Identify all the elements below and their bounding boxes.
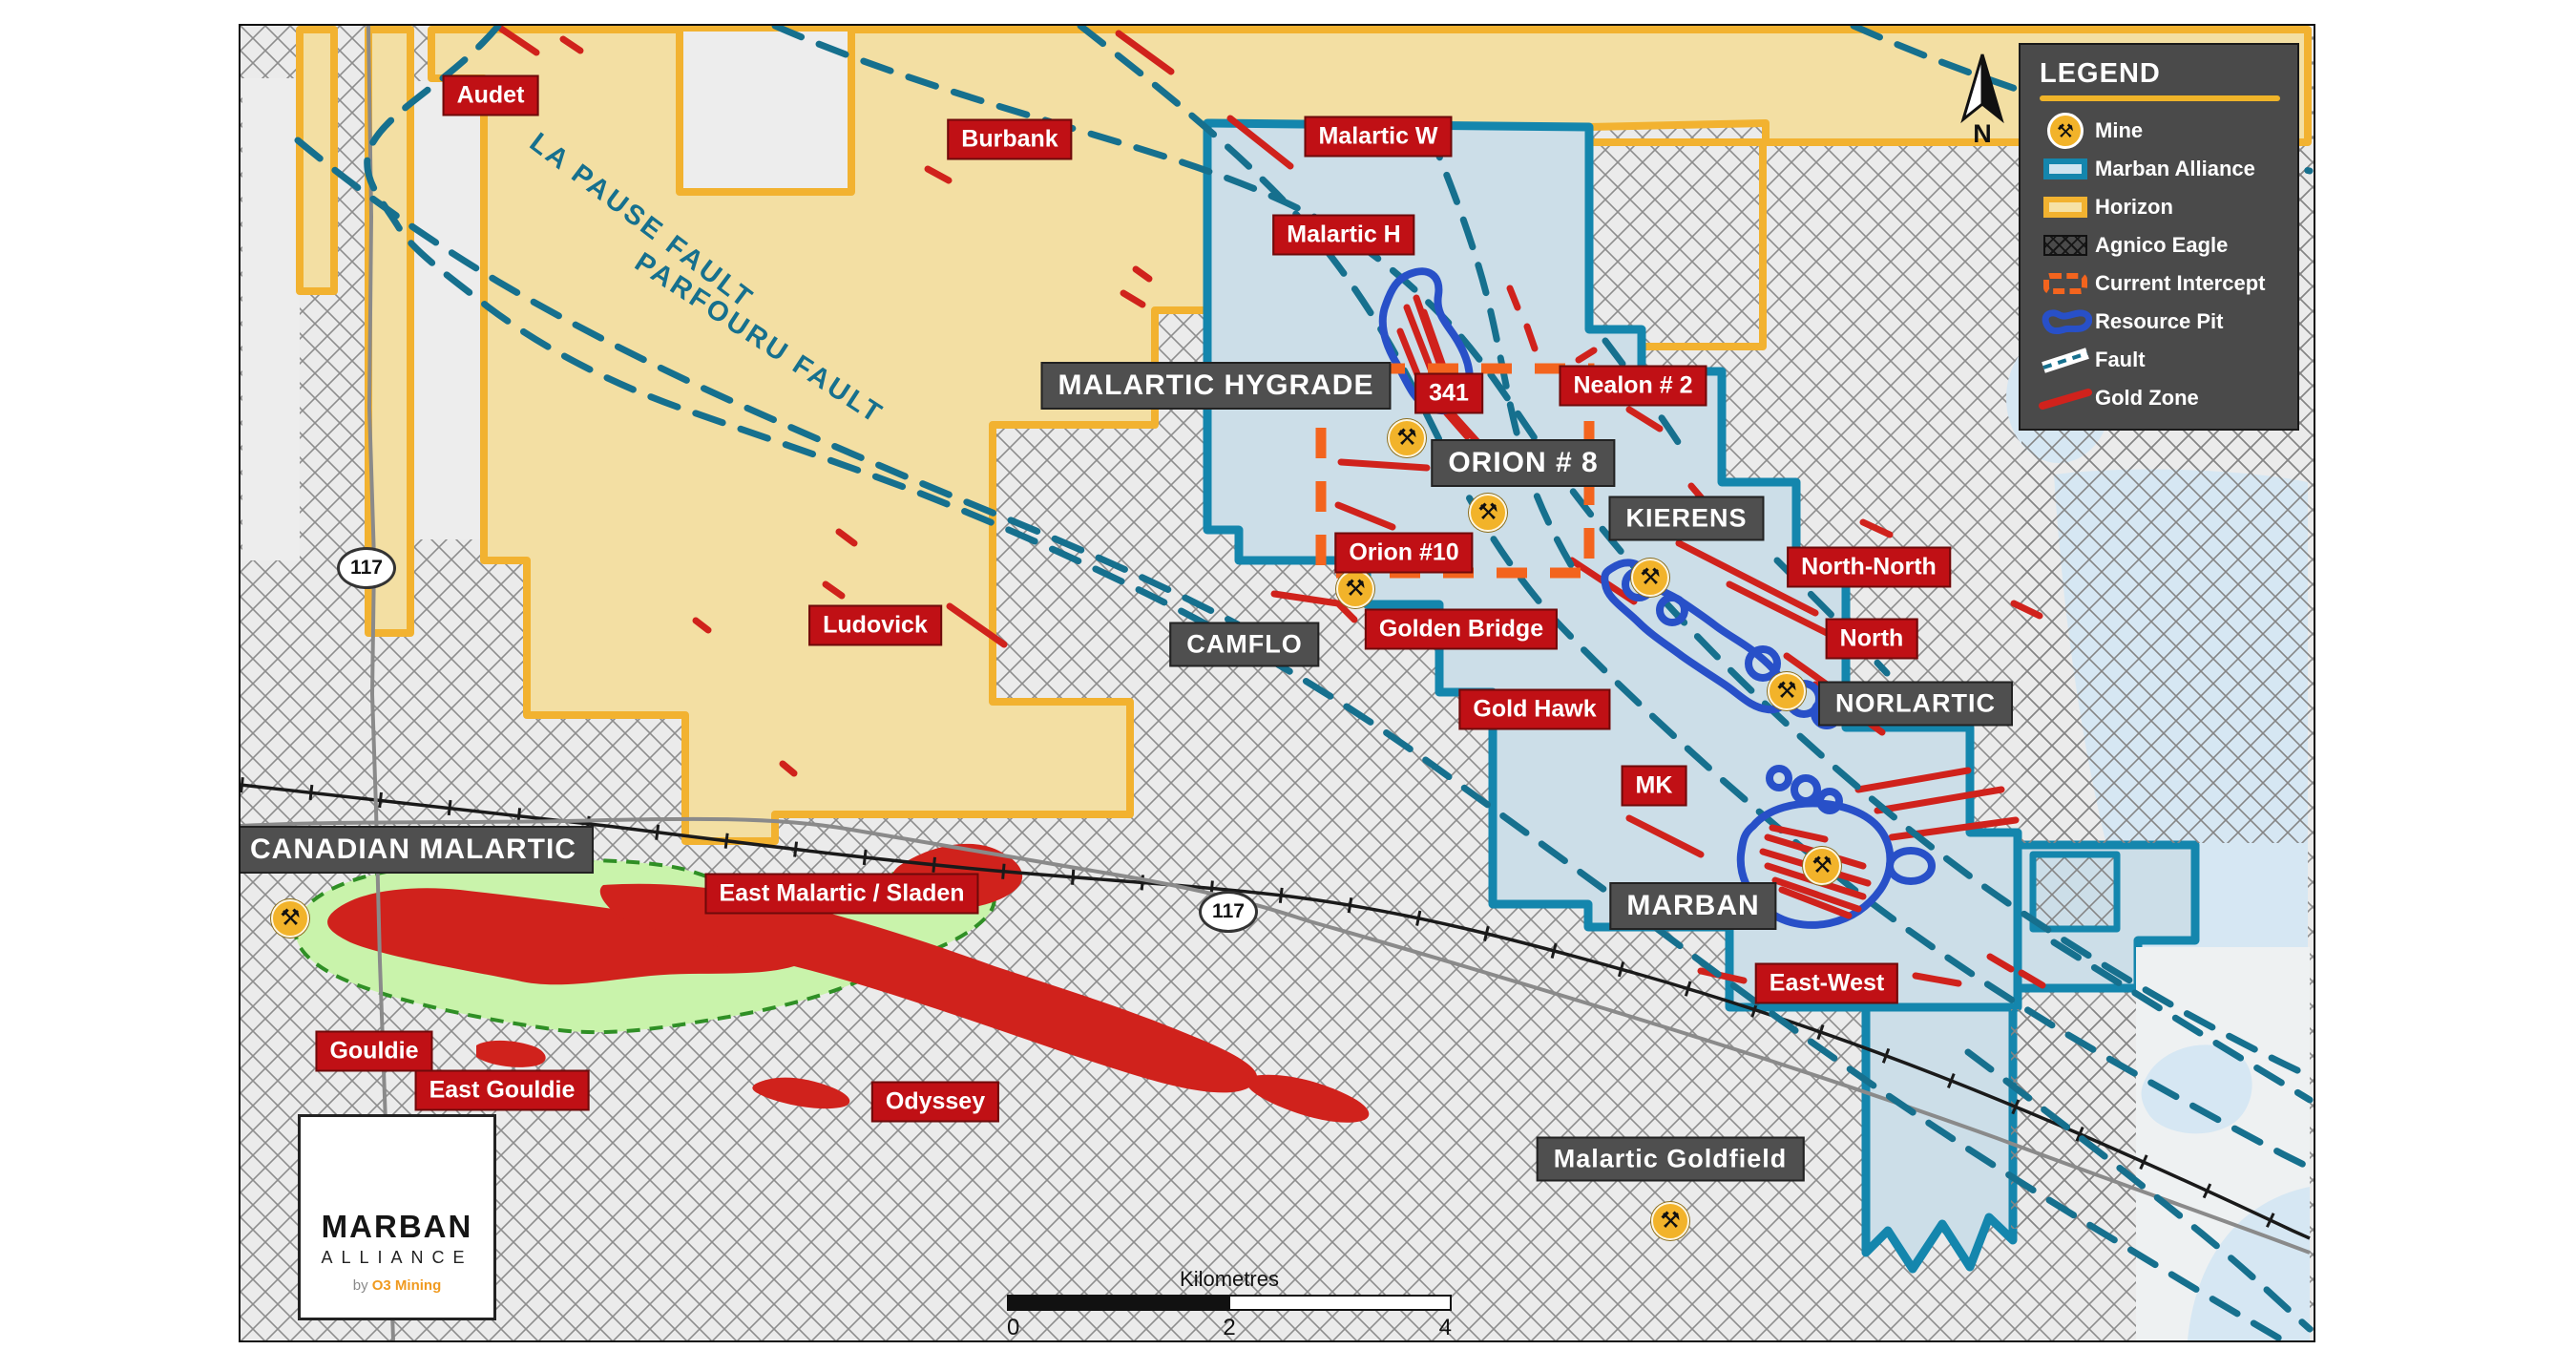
deposit-label-east-malartic-sladen: East Malartic / Sladen bbox=[704, 873, 979, 915]
pick-and-shovel-icon: ⚒ bbox=[1396, 425, 1417, 451]
horizon-swatch bbox=[2043, 197, 2087, 218]
mine-marker-2: ⚒ bbox=[1336, 570, 1374, 608]
legend-item-current-intercept: Current Intercept bbox=[2036, 265, 2284, 302]
deposit-label-malartic-w: Malartic W bbox=[1304, 116, 1453, 158]
pick-and-shovel-icon: ⚒ bbox=[280, 905, 301, 931]
deposit-label-gold-hawk: Gold Hawk bbox=[1458, 688, 1611, 730]
mine-marker-7: ⚒ bbox=[1651, 1202, 1689, 1240]
legend-item-agnico-eagle: Agnico Eagle bbox=[2036, 227, 2284, 264]
open-ground bbox=[242, 78, 481, 560]
mine-marker-5: ⚒ bbox=[1803, 847, 1841, 885]
deposit-label-north: North bbox=[1825, 618, 1918, 660]
mine-marker-1: ⚒ bbox=[1469, 494, 1507, 532]
legend-item-horizon: Horizon bbox=[2036, 189, 2284, 225]
deposit-label-golden-bridge: Golden Bridge bbox=[1364, 608, 1559, 650]
scale-bar-caption: Kilometres bbox=[1180, 1267, 1279, 1291]
logo-byline-brand: O3 Mining bbox=[371, 1277, 442, 1294]
deposit-label-malartic-h: Malartic H bbox=[1272, 214, 1415, 256]
mine-icon: ⚒ bbox=[2047, 113, 2084, 149]
area-label-malartic-hygrade: MALARTIC HYGRADE bbox=[1040, 362, 1392, 410]
deposit-label-north-north: North-North bbox=[1787, 546, 1951, 588]
legend-item-resource-pit: Resource Pit bbox=[2036, 304, 2284, 340]
pick-and-shovel-icon: ⚒ bbox=[1477, 499, 1498, 525]
marban-alliance-swatch bbox=[2043, 158, 2087, 179]
railway bbox=[241, 777, 2314, 1246]
hatch-pocket-south bbox=[2011, 1009, 2135, 1229]
deposit-label-east-west: East-West bbox=[1754, 962, 1899, 1004]
pick-and-shovel-icon: ⚒ bbox=[1345, 576, 1366, 601]
pick-and-shovel-icon: ⚒ bbox=[1776, 678, 1797, 704]
legend-label-gold-zone: Gold Zone bbox=[2095, 386, 2199, 410]
pick-and-shovel-icon: ⚒ bbox=[1812, 853, 1833, 878]
north-arrow-icon bbox=[1960, 53, 2004, 124]
current-intercept-swatch bbox=[2043, 273, 2087, 294]
gold-zone-swatch bbox=[2039, 389, 2092, 410]
mine-marker-4: ⚒ bbox=[1768, 672, 1806, 710]
highway-117-shield-0: 117 bbox=[337, 547, 396, 589]
deposit-label-audet: Audet bbox=[442, 74, 539, 116]
legend-label-resource-pit: Resource Pit bbox=[2095, 309, 2224, 333]
fault-swatch bbox=[2042, 348, 2089, 373]
deposit-label-burbank: Burbank bbox=[947, 118, 1073, 160]
pick-and-shovel-icon: ⚒ bbox=[1640, 564, 1661, 590]
area-label-kierens: KIERENS bbox=[1608, 496, 1765, 541]
deposit-label-ludovick: Ludovick bbox=[808, 604, 942, 646]
legend-item-mine: ⚒ Mine bbox=[2036, 113, 2284, 149]
area-label-marban: MARBAN bbox=[1609, 882, 1777, 930]
deposit-label-nealon-2: Nealon # 2 bbox=[1559, 365, 1707, 407]
scale-bar-graphic bbox=[1007, 1295, 1452, 1311]
area-label-camflo: CAMFLO bbox=[1169, 622, 1320, 667]
scale-tick-4: 4 bbox=[1438, 1315, 1452, 1340]
legend-label-mine: Mine bbox=[2095, 118, 2144, 142]
deposit-label-mk: MK bbox=[1621, 765, 1687, 807]
deposit-label-east-gouldie: East Gouldie bbox=[414, 1069, 590, 1111]
legend-item-marban-alliance: Marban Alliance bbox=[2036, 151, 2284, 187]
resource-pit-swatch bbox=[2042, 309, 2092, 335]
legend-label-current-intercept: Current Intercept bbox=[2095, 271, 2266, 295]
area-label-norlartic: NORLARTIC bbox=[1818, 681, 2013, 727]
legend-title: LEGEND bbox=[2040, 58, 2161, 89]
area-label-orion-8: ORION # 8 bbox=[1431, 439, 1616, 487]
pick-and-shovel-icon: ⚒ bbox=[1660, 1208, 1681, 1234]
logo-title: MARBAN bbox=[321, 1209, 473, 1244]
agnico-eagle-swatch bbox=[2043, 235, 2087, 256]
legend-label-marban-alliance: Marban Alliance bbox=[2095, 157, 2255, 180]
logo-subtitle: ALLIANCE bbox=[321, 1248, 473, 1267]
legend-label-horizon: Horizon bbox=[2095, 195, 2173, 219]
deposit-label-341: 341 bbox=[1414, 372, 1483, 414]
logo-byline-prefix: by bbox=[352, 1277, 368, 1294]
area-label-malartic-goldfield: Malartic Goldfield bbox=[1536, 1136, 1805, 1182]
north-arrow: N bbox=[1973, 45, 1992, 149]
deposit-label-gouldie: Gouldie bbox=[315, 1030, 433, 1072]
area-label-canadian-malartic: CANADIAN MALARTIC bbox=[241, 826, 594, 874]
bottom-right-ground bbox=[2136, 947, 2310, 1340]
legend-item-fault: Fault bbox=[2036, 342, 2284, 378]
legend-item-gold-zone: Gold Zone bbox=[2036, 380, 2284, 416]
highway-117-shield-1: 117 bbox=[1199, 891, 1258, 933]
scale-bar-ticks: 0 2 4 bbox=[1007, 1315, 1452, 1340]
logo-byline: by O3 Mining bbox=[301, 1277, 493, 1294]
deposit-label-odyssey: Odyssey bbox=[870, 1081, 1000, 1123]
scale-tick-0: 0 bbox=[1007, 1315, 1020, 1340]
scale-bar: Kilometres 0 2 4 bbox=[1007, 1267, 1452, 1340]
legend-label-fault: Fault bbox=[2095, 348, 2146, 371]
north-label: N bbox=[1973, 119, 1992, 148]
mine-marker-3: ⚒ bbox=[1631, 559, 1669, 597]
legend-title-underline bbox=[2040, 95, 2280, 101]
marban-alliance-logo: MARBAN ALLIANCE by O3 Mining bbox=[298, 1114, 496, 1320]
legend-label-agnico-eagle: Agnico Eagle bbox=[2095, 233, 2229, 257]
scale-tick-2: 2 bbox=[1223, 1315, 1236, 1340]
mine-marker-0: ⚒ bbox=[1388, 419, 1426, 457]
mine-marker-6: ⚒ bbox=[271, 899, 309, 938]
deposit-label-orion-10: Orion #10 bbox=[1334, 532, 1474, 574]
